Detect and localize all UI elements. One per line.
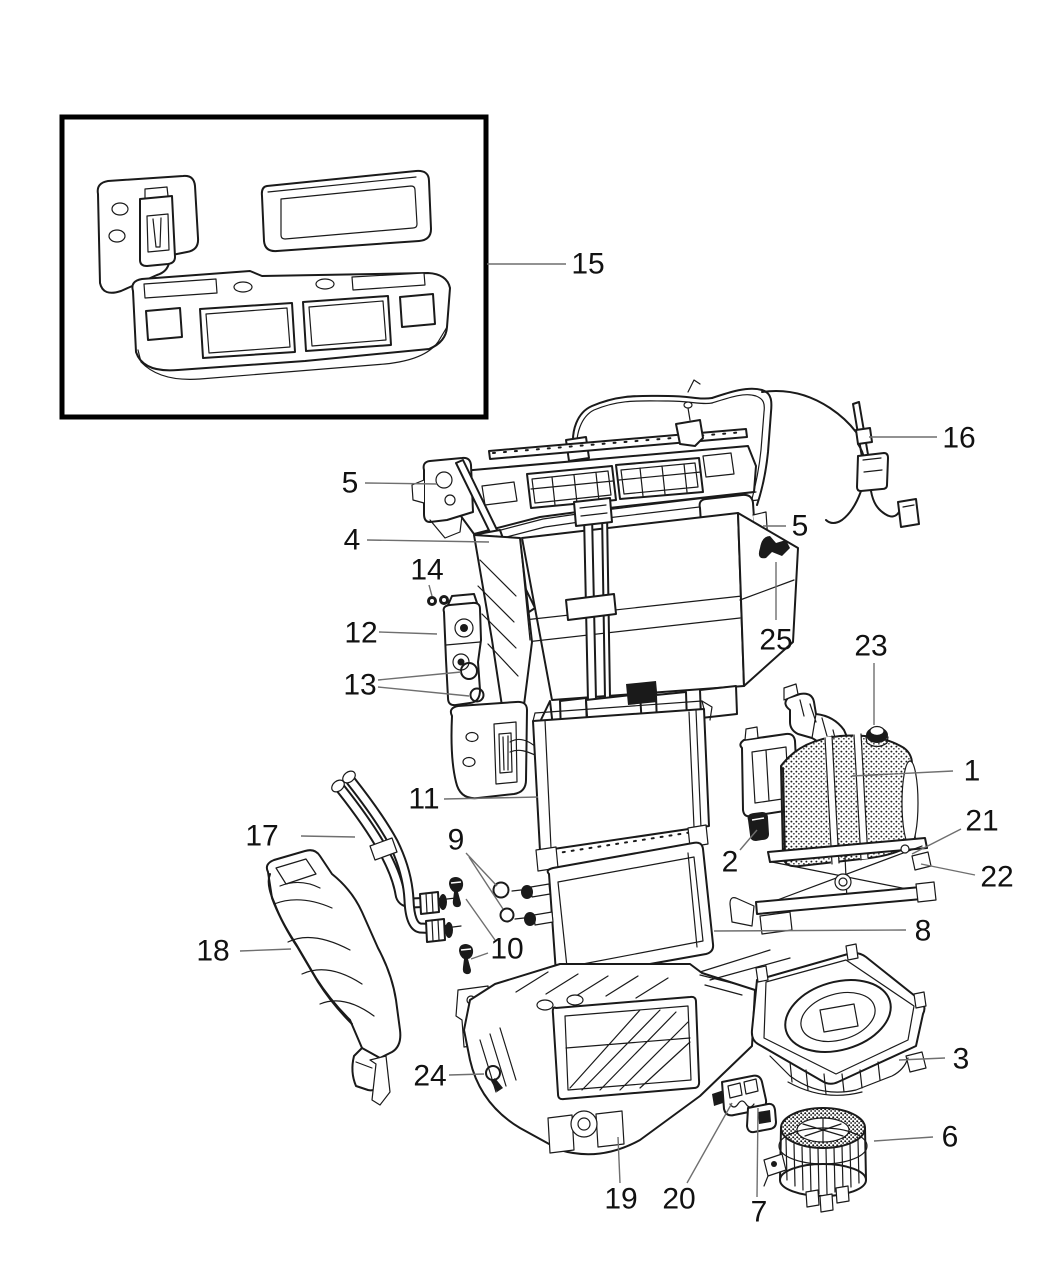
callout-20: 20 — [662, 1183, 695, 1216]
leader-line-24 — [448, 1073, 485, 1076]
callout-2: 2 — [722, 846, 739, 879]
callout-9: 9 — [448, 824, 465, 857]
callout-4: 4 — [344, 524, 361, 557]
callout-16: 16 — [942, 422, 975, 455]
lower-housing-19 — [455, 949, 791, 1156]
callout-3: 3 — [953, 1043, 970, 1076]
leader-line-12 — [378, 631, 438, 635]
resistor-connector-7 — [746, 1102, 777, 1134]
heater-tubes-17 — [331, 770, 515, 975]
leader-line-10 — [470, 952, 489, 960]
callout-6: 6 — [942, 1121, 959, 1154]
callout-10: 10 — [490, 933, 523, 966]
o-rings-13 — [460, 662, 485, 703]
leader-line-8 — [713, 929, 907, 932]
callout-14: 14 — [410, 554, 443, 587]
callout-12: 12 — [344, 617, 377, 650]
leader-line-20 — [686, 1102, 733, 1184]
leader-line-11 — [443, 796, 539, 800]
clip-22 — [911, 851, 932, 871]
leader-line-13 — [377, 671, 462, 681]
leader-line-2 — [739, 829, 758, 851]
blower-motor-6 — [763, 1107, 868, 1213]
grommet-24 — [485, 1065, 503, 1092]
callout-5: 5 — [792, 510, 809, 543]
leader-line-6 — [873, 1136, 934, 1142]
vent-opening — [526, 465, 617, 509]
bolt-21 — [900, 844, 910, 854]
clip-25 — [758, 536, 790, 559]
leader-line-18 — [239, 948, 292, 952]
vent-opening — [615, 457, 704, 500]
leader-line-9 — [465, 852, 498, 887]
callout-18: 18 — [196, 935, 229, 968]
callout-24: 24 — [413, 1060, 446, 1093]
blower-resistor-20 — [712, 1074, 777, 1134]
grommets-14 — [427, 595, 449, 606]
floor-duct-18 — [265, 849, 402, 1106]
nut-23 — [865, 725, 889, 748]
callout-23: 23 — [854, 630, 887, 663]
inset-bezel — [260, 169, 432, 253]
leader-line-13 — [377, 686, 470, 697]
leader-line-17 — [300, 835, 356, 838]
leader-line-4 — [366, 539, 490, 543]
inset-bracket — [96, 174, 200, 294]
callout-21: 21 — [965, 805, 998, 838]
leader-line-5 — [364, 482, 438, 485]
blower-upper-housing-3 — [750, 943, 927, 1096]
blower-intake-assembly — [729, 683, 937, 935]
callout-1: 1 — [964, 755, 981, 788]
blower-base-frame — [729, 837, 937, 935]
leader-line-9 — [468, 856, 504, 910]
leader-line-1 — [851, 770, 954, 777]
callout-17: 17 — [245, 820, 278, 853]
callout-25: 25 — [759, 624, 792, 657]
leader-line-10 — [465, 898, 496, 941]
callout-19: 19 — [604, 1183, 637, 1216]
filter-drum-1 — [780, 733, 919, 868]
callout-15: 15 — [571, 248, 604, 281]
leader-line-19 — [617, 1136, 621, 1184]
callout-13: 13 — [343, 669, 376, 702]
leader-line-7 — [756, 1107, 759, 1198]
inset-box-part-15 — [59, 114, 489, 420]
o-rings-9 — [492, 881, 515, 923]
leader-line-3 — [898, 1057, 946, 1061]
top-bracket — [675, 401, 704, 447]
push-pins-10 — [449, 877, 474, 975]
inset-panel — [131, 270, 451, 380]
callout-5: 5 — [342, 467, 359, 500]
leader-line-14 — [428, 584, 433, 597]
callout-7: 7 — [751, 1196, 768, 1229]
evaporator-11 — [449, 700, 713, 872]
expansion-valve-group — [427, 593, 485, 707]
leader-line-22 — [920, 863, 976, 876]
callout-8: 8 — [915, 915, 932, 948]
callout-11: 11 — [408, 783, 439, 816]
leader-line-21 — [911, 828, 962, 855]
callout-22: 22 — [980, 861, 1013, 894]
